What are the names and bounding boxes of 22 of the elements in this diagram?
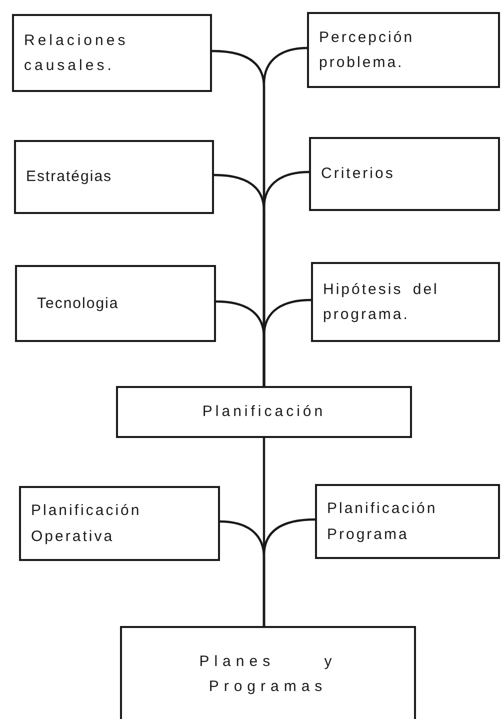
concept-box — [19, 486, 220, 561]
concept-box — [12, 14, 212, 92]
box-label: Relaciones causales. — [24, 30, 130, 76]
concept-box — [120, 626, 416, 719]
box-label: Planificación Programa — [327, 499, 438, 544]
box-label: Hipótesis del programa. — [323, 280, 440, 325]
box-label: Criterios — [321, 164, 395, 184]
box-label: Planificación Operativa — [31, 501, 142, 546]
connector-line — [262, 298, 312, 386]
concept-box — [307, 12, 500, 88]
box-label: Planes y Programas — [198, 652, 338, 697]
concept-box — [116, 386, 412, 438]
box-label: Estratégias — [26, 167, 112, 188]
concept-box — [15, 265, 216, 342]
box-label: Planificación — [202, 402, 326, 422]
concept-box — [309, 137, 500, 211]
concept-box — [311, 262, 500, 342]
box-label: Percepción problema. — [319, 28, 416, 73]
connector-line — [262, 518, 316, 626]
concept-box — [315, 484, 500, 559]
concept-box — [14, 140, 214, 214]
box-label: Tecnologia — [37, 294, 119, 314]
